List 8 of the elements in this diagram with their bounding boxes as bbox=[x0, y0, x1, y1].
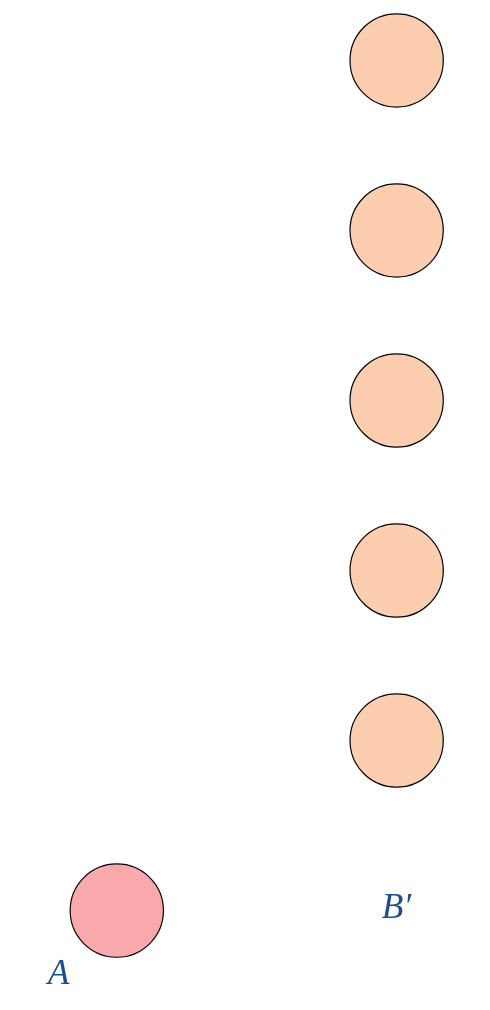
node-circle bbox=[348, 353, 444, 448]
node-label: A bbox=[47, 952, 69, 993]
node-circle bbox=[69, 863, 164, 958]
node-circle bbox=[348, 523, 444, 618]
node-circle bbox=[348, 13, 444, 108]
node-circle bbox=[348, 693, 444, 788]
label: B′ bbox=[381, 886, 411, 927]
node-circle bbox=[348, 183, 444, 278]
